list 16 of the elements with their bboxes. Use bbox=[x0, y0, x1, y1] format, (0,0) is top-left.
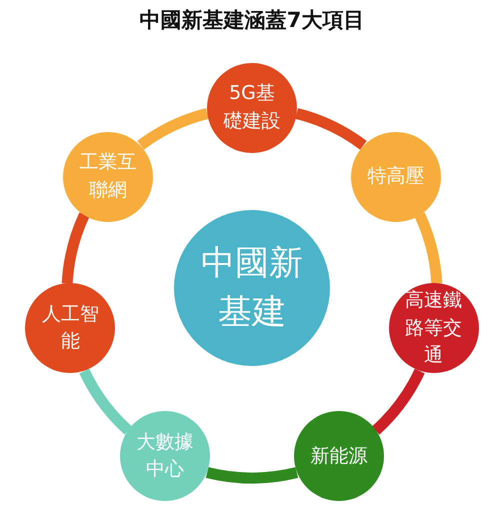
circle-node: 特高壓 bbox=[350, 132, 441, 222]
circle-node: 5G基礎建設 bbox=[207, 63, 297, 153]
ring-arc bbox=[295, 108, 366, 150]
ring-arc bbox=[79, 368, 132, 434]
circle-node: 中國新基建 bbox=[174, 210, 330, 366]
circle-node: 人工智能 bbox=[25, 283, 116, 374]
ring-arc bbox=[138, 108, 209, 150]
ring-arc bbox=[206, 467, 298, 484]
ring-arc bbox=[372, 368, 425, 434]
title: 中國新基建涵蓋7大項目 bbox=[140, 7, 364, 34]
circle-node: 工業互聯網 bbox=[63, 132, 154, 222]
ring-arc bbox=[62, 212, 90, 284]
circle-node: 高速鐵路等交通 bbox=[388, 283, 479, 374]
ring-arc bbox=[414, 212, 442, 284]
circle-node: 大數據中心 bbox=[120, 411, 210, 502]
circle-node: 新能源 bbox=[294, 411, 384, 502]
